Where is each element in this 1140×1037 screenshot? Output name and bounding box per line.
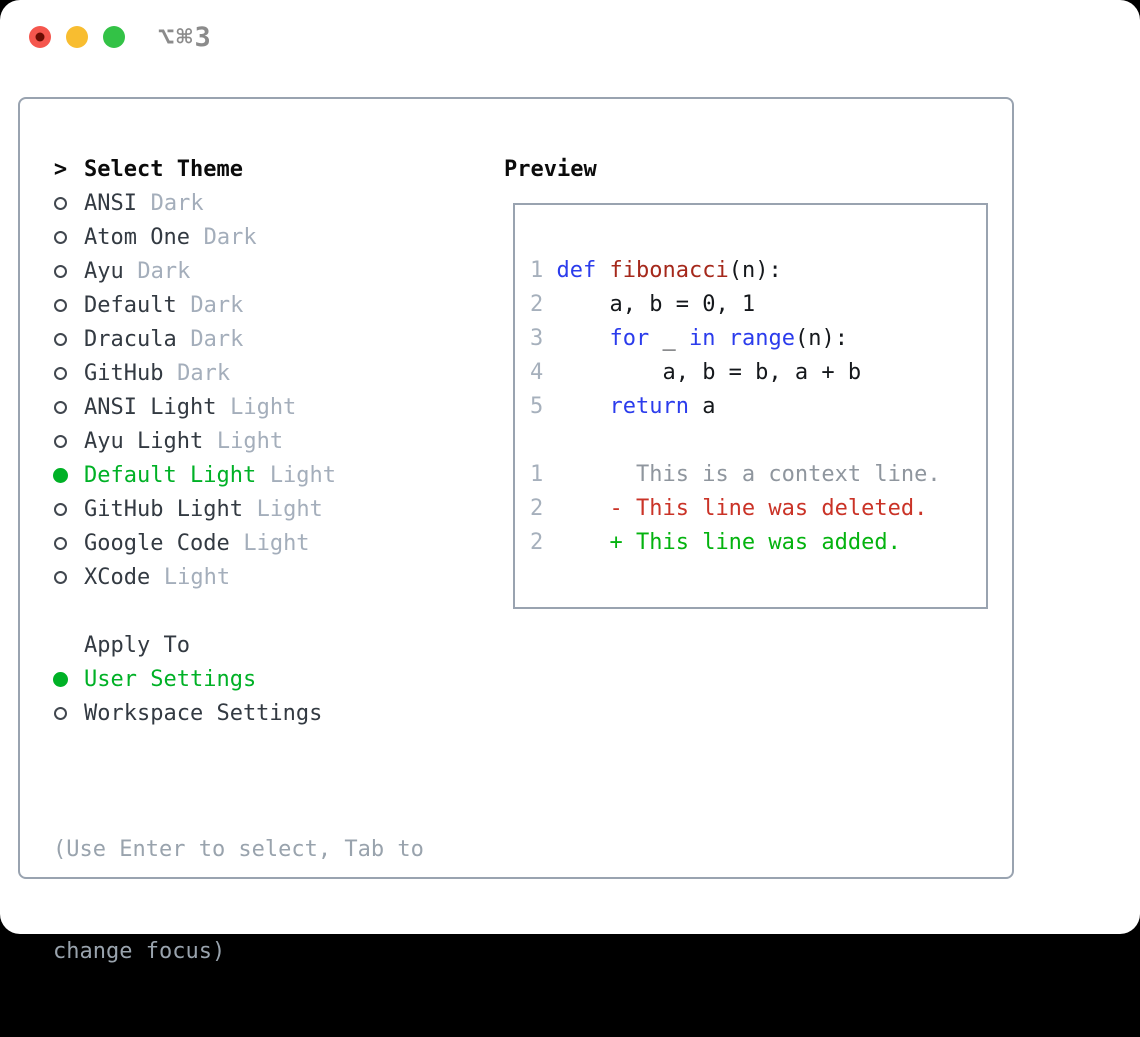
radio-unselected-icon bbox=[53, 492, 68, 526]
theme-option-label: ANSI bbox=[84, 190, 137, 216]
theme-variant-label: Light bbox=[163, 564, 231, 590]
line-number: 2 bbox=[530, 495, 557, 521]
theme-variant-label: Light bbox=[230, 394, 297, 420]
theme-variant-label: Light bbox=[243, 530, 310, 556]
preview-diff-line: 1 This is a context line. bbox=[530, 461, 941, 487]
preview-code-line: 1 def fibonacci(n): bbox=[530, 257, 782, 283]
radio-unselected-icon bbox=[53, 424, 68, 458]
window-title: ⌥⌘3 bbox=[158, 21, 213, 53]
theme-option-xcode[interactable]: XCode Light bbox=[20, 560, 500, 594]
radio-unselected-icon bbox=[53, 254, 68, 288]
theme-option-label: Default Light bbox=[84, 462, 257, 488]
theme-variant-label: Light bbox=[216, 428, 284, 454]
apply-to-option-workspace-settings[interactable]: Workspace Settings bbox=[20, 696, 500, 730]
preview-title-row: Preview bbox=[504, 152, 597, 186]
theme-list-title: Select Theme bbox=[84, 156, 243, 182]
preview-code-line: 2 a, b = 0, 1 bbox=[530, 291, 756, 317]
help-text-line2: change focus) bbox=[53, 939, 226, 964]
traffic-lights bbox=[29, 26, 125, 48]
radio-unselected-icon bbox=[53, 356, 68, 390]
theme-option-default-light[interactable]: Default Light Light bbox=[20, 458, 500, 492]
radio-selected-icon bbox=[53, 662, 68, 696]
radio-unselected-icon bbox=[53, 186, 68, 220]
preview-code-line: 4 a, b = b, a + b bbox=[530, 359, 862, 385]
theme-variant-label: Dark bbox=[190, 292, 244, 318]
theme-variant-label: Dark bbox=[177, 360, 231, 386]
radio-unselected-icon bbox=[53, 220, 68, 254]
preview-code-line: 3 for _ in range(n): bbox=[530, 325, 848, 351]
line-number: 2 bbox=[530, 529, 557, 555]
apply-to-header-row: Apply To bbox=[20, 628, 500, 662]
help-text-line1: (Use Enter to select, Tab to bbox=[53, 837, 424, 862]
apply-to-option-label: User Settings bbox=[84, 666, 257, 692]
theme-option-label: ANSI Light bbox=[84, 394, 217, 420]
radio-unselected-icon bbox=[53, 696, 68, 730]
apply-to-option-label: Workspace Settings bbox=[84, 700, 323, 726]
theme-option-ansi[interactable]: ANSI Dark bbox=[20, 186, 500, 220]
theme-option-label: Atom One bbox=[84, 224, 190, 250]
theme-option-label: Ayu bbox=[84, 258, 124, 284]
code-preview-content: 1 def fibonacci(n): 2 a, b = 0, 1 3 for _ … bbox=[515, 205, 986, 559]
theme-option-ansi-light[interactable]: ANSI Light Light bbox=[20, 390, 500, 424]
radio-unselected-icon bbox=[53, 560, 68, 594]
code-preview-box: 1 def fibonacci(n): 2 a, b = 0, 1 3 for _ … bbox=[513, 203, 988, 609]
unsaved-indicator-dot bbox=[35, 32, 45, 42]
theme-variant-label: Light bbox=[256, 496, 323, 522]
theme-list-header-row: > Select Theme bbox=[20, 152, 500, 186]
preview-diff-line: 2 - This line was deleted. bbox=[530, 495, 928, 521]
theme-option-label: GitHub bbox=[84, 360, 164, 386]
radio-selected-icon bbox=[53, 458, 68, 492]
line-number: 4 bbox=[530, 359, 557, 385]
radio-unselected-icon bbox=[53, 390, 68, 424]
line-number: 3 bbox=[530, 325, 557, 351]
blank-line bbox=[530, 423, 986, 457]
theme-option-label: Google Code bbox=[84, 530, 230, 556]
theme-option-label: Dracula bbox=[84, 326, 177, 352]
line-number: 2 bbox=[530, 291, 557, 317]
theme-option-ayu[interactable]: Ayu Dark bbox=[20, 254, 500, 288]
theme-variant-label: Dark bbox=[203, 224, 257, 250]
zoom-button[interactable] bbox=[103, 26, 125, 48]
minimize-button[interactable] bbox=[66, 26, 88, 48]
theme-variant-label: Light bbox=[269, 462, 337, 488]
radio-unselected-icon bbox=[53, 288, 68, 322]
line-number: 1 bbox=[530, 461, 557, 487]
radio-unselected-icon bbox=[53, 526, 68, 560]
theme-option-default[interactable]: Default Dark bbox=[20, 288, 500, 322]
theme-variant-label: Dark bbox=[150, 190, 204, 216]
theme-option-github-light[interactable]: GitHub Light Light bbox=[20, 492, 500, 526]
help-text: (Use Enter to select, Tab to change focu… bbox=[53, 765, 483, 1037]
preview-title: Preview bbox=[504, 156, 597, 182]
line-number: 1 bbox=[530, 257, 557, 283]
theme-option-google-code[interactable]: Google Code Light bbox=[20, 526, 500, 560]
theme-option-github[interactable]: GitHub Dark bbox=[20, 356, 500, 390]
apply-to-title: Apply To bbox=[84, 632, 190, 658]
line-number: 5 bbox=[530, 393, 557, 419]
theme-option-label: Default bbox=[84, 292, 177, 318]
theme-option-label: GitHub Light bbox=[84, 496, 243, 522]
apply-to-option-user-settings[interactable]: User Settings bbox=[20, 662, 500, 696]
preview-code-line: 5 return a bbox=[530, 393, 716, 419]
theme-variant-label: Dark bbox=[137, 258, 191, 284]
theme-variant-label: Dark bbox=[190, 326, 244, 352]
preview-diff-line: 2 + This line was added. bbox=[530, 529, 901, 555]
close-button[interactable] bbox=[29, 26, 51, 48]
theme-option-dracula[interactable]: Dracula Dark bbox=[20, 322, 500, 356]
theme-option-label: Ayu Light bbox=[84, 428, 204, 454]
spacer bbox=[20, 594, 500, 628]
selection-cursor-icon: > bbox=[53, 156, 68, 182]
theme-option-atom-one[interactable]: Atom One Dark bbox=[20, 220, 500, 254]
window-titlebar: ⌥⌘3 bbox=[0, 0, 1140, 74]
radio-unselected-icon bbox=[53, 322, 68, 356]
theme-option-ayu-light[interactable]: Ayu Light Light bbox=[20, 424, 500, 458]
theme-option-label: XCode bbox=[84, 564, 151, 590]
